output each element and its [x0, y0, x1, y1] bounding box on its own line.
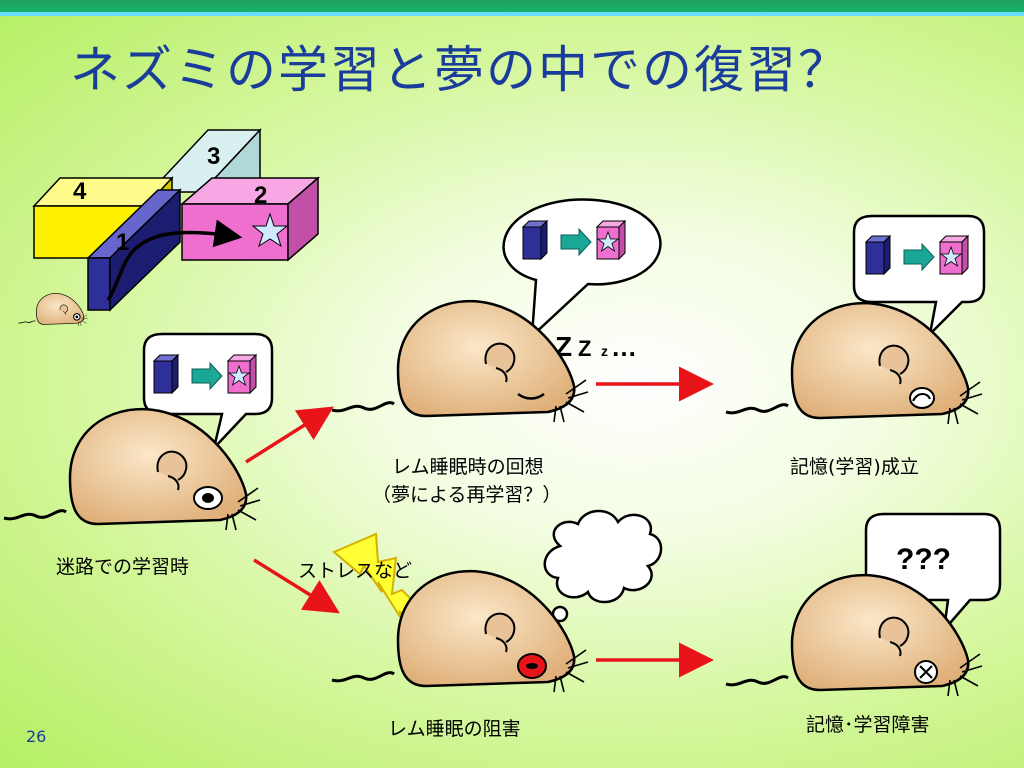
mouse-rem-sleep: [330, 299, 590, 424]
slide-title: ネズミの学習と夢の中での復習？: [70, 41, 850, 99]
thought-bubble-memory: [852, 214, 986, 338]
block-label-3: 3: [207, 143, 220, 170]
arrow-to-rem-disruption: [253, 558, 340, 614]
dream-bubble: [502, 198, 662, 340]
block-label-4: 4: [73, 178, 87, 205]
label-stress: ストレスなど: [298, 560, 413, 582]
empty-thought-cloud: [542, 509, 663, 637]
page-number: 26: [26, 727, 47, 746]
sleep-dots: …: [611, 332, 637, 362]
sleep-small-z: z: [601, 343, 608, 359]
label-learning: 迷路での学習時: [56, 556, 190, 578]
small-mouse: [18, 292, 89, 327]
arrow-to-rem-recall: [245, 406, 334, 464]
label-rem-recall-sub: （夢による再学習？）: [372, 484, 562, 506]
top-bar-accent: [0, 12, 1024, 16]
maze-illustration: 1 2 3 4: [32, 128, 321, 312]
block-label-2: 2: [254, 182, 267, 209]
mouse-memory-established: [724, 301, 984, 426]
mouse-learning: [2, 407, 262, 532]
label-memory-established: 記憶(学習)成立: [790, 456, 919, 478]
sleep-mid-z: Z: [578, 336, 591, 361]
mouse-memory-impaired: [724, 573, 984, 698]
flow-arrows: [245, 366, 714, 678]
mouse-rem-disrupted: [330, 569, 590, 694]
block-label-1: 1: [116, 229, 129, 256]
question-bubble: ???: [864, 512, 1002, 634]
label-memory-impairment: 記憶･学習障害: [806, 714, 930, 736]
thought-bubble-learning: [142, 332, 274, 453]
question-marks: ???: [896, 543, 951, 576]
sleep-zzz: Z Z z …: [555, 331, 637, 362]
top-bar: [0, 0, 1024, 12]
label-rem-disruption: レム睡眠の阻害: [388, 718, 521, 740]
label-rem-recall: レム睡眠時の回想: [392, 456, 544, 478]
